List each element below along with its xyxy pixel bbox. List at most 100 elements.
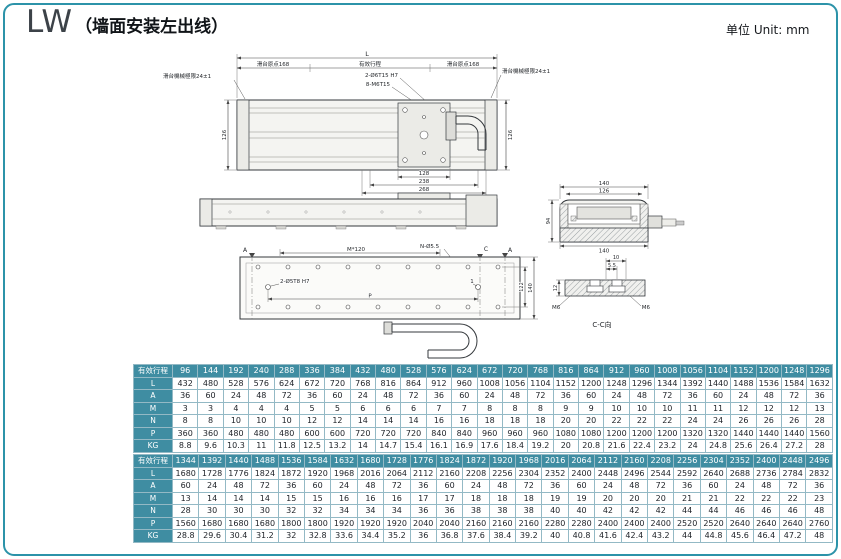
spec-cell: 22 xyxy=(603,414,630,428)
spec-cell: 21.6 xyxy=(603,439,630,453)
dim-width-left: 126 xyxy=(222,129,228,140)
stroke-value-cell: 816 xyxy=(552,364,580,378)
spec-cell: 2640 xyxy=(752,516,780,530)
spec-cell: 1104 xyxy=(527,376,554,390)
row-label-a: A xyxy=(133,389,173,403)
spec-cell: 26 xyxy=(780,414,808,428)
dim-140-bottom: 140 xyxy=(599,249,610,255)
spec-cell: 10 xyxy=(273,414,300,428)
spec-cell: 20 xyxy=(620,491,649,505)
spec-cell: 2304 xyxy=(515,466,543,480)
spec-cell: 40.8 xyxy=(567,529,596,543)
spec-cell: 20 xyxy=(552,439,580,453)
spec-cell: 1344 xyxy=(654,376,681,390)
spec-cell: 3 xyxy=(171,401,199,415)
stroke-value-cell: 2256 xyxy=(673,454,701,468)
stroke-value-cell: 2208 xyxy=(647,454,675,468)
spec-cell: 2640 xyxy=(778,516,807,530)
note-n-holes: N-Ø5.5 xyxy=(420,243,440,250)
stroke-value-cell: 864 xyxy=(577,364,605,378)
spec-cell: 23 xyxy=(805,491,833,505)
spec-cell: 12 xyxy=(298,414,326,428)
end-view: 140 126 94 140 xyxy=(545,180,685,255)
note-1: 1 xyxy=(470,279,474,285)
spec-cell: 480 xyxy=(197,376,224,390)
row-label-l: L xyxy=(133,466,173,480)
spec-cell: 30 xyxy=(224,504,253,518)
spec-cell: 24.8 xyxy=(704,439,732,453)
spec-cell: 34 xyxy=(356,504,385,518)
spec-cell: 1440 xyxy=(780,426,808,440)
dim-origin-left: 滑台原点168 xyxy=(257,60,290,68)
spec-cell: 8.8 xyxy=(171,439,199,453)
row-label-kg: KG xyxy=(133,529,173,543)
spec-cell: 360 xyxy=(171,426,199,440)
spec-cell: 18 xyxy=(527,414,554,428)
spec-cell: 720 xyxy=(349,426,377,440)
spec-cell: 2688 xyxy=(726,466,754,480)
page-title: LW （墙面安装左出线） xyxy=(26,4,228,40)
spec-cell: 480 xyxy=(248,426,275,440)
spec-cell: 42 xyxy=(647,504,675,518)
dim-12: 12 xyxy=(553,285,559,291)
spec-cell: 1920 xyxy=(356,516,385,530)
dim-origin-right: 滑台原点168 xyxy=(447,60,480,68)
spec-cell: 720 xyxy=(324,376,351,390)
dim-94: 94 xyxy=(546,218,552,224)
spec-cell: 24 xyxy=(679,439,706,453)
spec-cell: 600 xyxy=(298,426,326,440)
spec-cell: 48 xyxy=(752,479,780,493)
spec-cell: 14 xyxy=(400,414,427,428)
spec-cell: 24 xyxy=(222,389,250,403)
dim-5-5: 5.5 xyxy=(608,263,616,269)
stroke-value-cell: 1680 xyxy=(356,454,385,468)
spec-cell: 1008 xyxy=(476,376,503,390)
spec-cell: 72 xyxy=(654,389,681,403)
spec-cell: 11 xyxy=(248,439,275,453)
spec-cell: 360 xyxy=(197,426,224,440)
spec-cell: 39.2 xyxy=(515,529,543,543)
spec-cell: 48 xyxy=(374,389,402,403)
spec-cell: 13 xyxy=(171,491,200,505)
stroke-value-cell: 1872 xyxy=(462,454,490,468)
spec-cell: 2160 xyxy=(435,466,464,480)
spec-cell: 47.2 xyxy=(778,529,807,543)
spec-cell: 1296 xyxy=(628,376,656,390)
spec-cell: 1800 xyxy=(277,516,305,530)
stroke-value-cell: 960 xyxy=(628,364,656,378)
dim-pitch: M*120 xyxy=(347,247,365,253)
spec-cell: 1680 xyxy=(171,466,200,480)
spec-cell: 28 xyxy=(806,414,833,428)
section-a-left-label: A xyxy=(243,247,248,254)
dim-140-plan: 140 xyxy=(528,283,534,293)
stroke-value-cell: 720 xyxy=(501,364,529,378)
spec-cell: 2496 xyxy=(620,466,649,480)
spec-cell: 1200 xyxy=(577,376,605,390)
spec-cell: 15.4 xyxy=(400,439,427,453)
note-limit-left: 滑台機械極限24±1 xyxy=(163,72,211,80)
spec-cell: 12 xyxy=(324,414,351,428)
stroke-value-cell: 1008 xyxy=(654,364,681,378)
spec-cell: 24 xyxy=(198,479,226,493)
spec-cell: 48 xyxy=(628,389,656,403)
spec-cell: 624 xyxy=(273,376,300,390)
spec-cell: 26 xyxy=(730,414,757,428)
note-limit-right: 滑台機械極限24±1 xyxy=(502,67,550,75)
spec-cell: 10 xyxy=(248,414,275,428)
spec-cell: 36 xyxy=(552,389,580,403)
spec-cell: 36 xyxy=(277,479,305,493)
spec-cell: 35.2 xyxy=(383,529,411,543)
spec-cell: 1680 xyxy=(251,516,279,530)
spec-cell: 36 xyxy=(435,504,464,518)
spec-cell: 33.6 xyxy=(330,529,358,543)
spec-cell: 44 xyxy=(673,529,701,543)
stroke-value-cell: 1632 xyxy=(330,454,358,468)
spec-cell: 26 xyxy=(755,414,783,428)
spec-cell: 8 xyxy=(476,401,503,415)
spec-cell: 11 xyxy=(679,401,706,415)
m6-left-label: M6 xyxy=(552,305,561,311)
spec-cell: 20 xyxy=(594,491,622,505)
cable-bracket xyxy=(445,111,457,141)
spec-cell: 1632 xyxy=(806,376,833,390)
